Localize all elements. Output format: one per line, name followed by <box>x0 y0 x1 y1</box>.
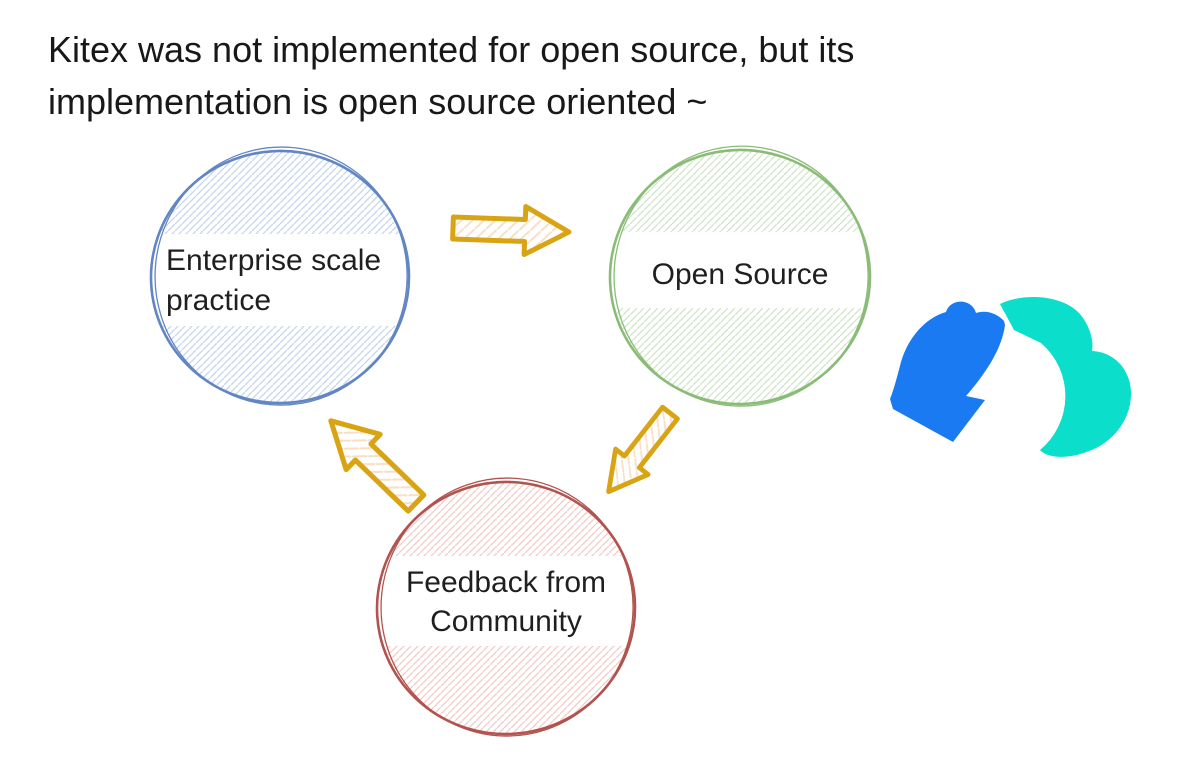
page-title: Kitex was not implemented for open sourc… <box>48 24 854 128</box>
node-enterprise-label-line1: Enterprise scale <box>166 244 382 277</box>
node-enterprise-label: Enterprise scale practice <box>166 241 381 321</box>
node-enterprise-label-line2: practice <box>166 284 272 317</box>
page-title-line1: Kitex was not implemented for open sourc… <box>48 29 855 70</box>
node-community-label: Feedback from Community <box>376 563 636 641</box>
page-title-line2: implementation is open source oriented ~ <box>48 81 708 122</box>
node-community-label-band <box>376 556 636 646</box>
logo-arrow-icon <box>890 301 1005 442</box>
node-open-source-label-band <box>610 232 870 308</box>
node-community-outline-sketch <box>380 477 634 737</box>
node-community-outline <box>375 480 637 736</box>
node-community-circle <box>375 477 637 737</box>
arrow-enterprise-to-opensource-icon <box>452 204 570 256</box>
node-open-source-label: Open Source <box>610 255 870 295</box>
node-enterprise-outline <box>149 149 411 405</box>
node-enterprise-label-band <box>148 234 412 326</box>
arrow-opensource-to-community-icon <box>592 400 686 504</box>
node-community-label-line1: Feedback from <box>405 566 607 599</box>
logo-cloud-icon <box>1000 297 1132 457</box>
node-open-source-circle <box>608 145 872 407</box>
node-open-source-outline <box>608 148 872 406</box>
cloudwego-logo-icon <box>890 297 1132 457</box>
node-open-source-outline-sketch <box>613 145 869 407</box>
node-open-source-label-line1: Open Source <box>651 258 829 291</box>
node-enterprise-outline-sketch <box>154 146 408 406</box>
node-enterprise-circle <box>148 146 412 406</box>
arrow-community-to-enterprise-icon <box>314 403 433 520</box>
node-community-label-line2: Community <box>430 605 582 638</box>
